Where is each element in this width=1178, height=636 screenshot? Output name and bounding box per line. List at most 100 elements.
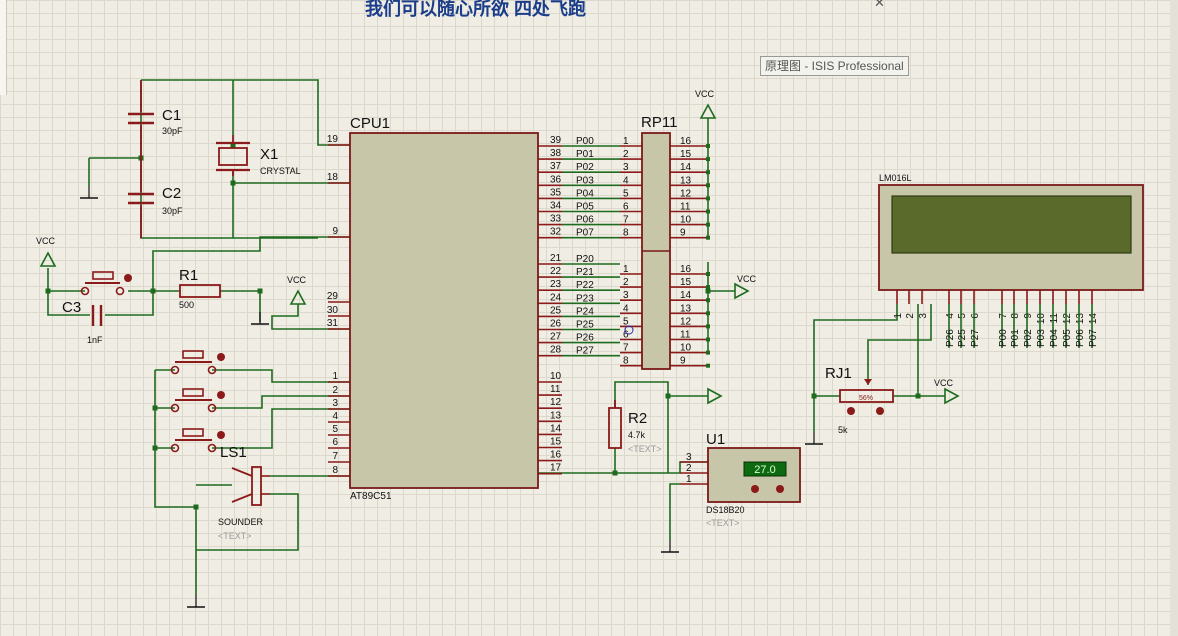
lcd-pin-number: 9: [1023, 313, 1034, 319]
vcc-arrow-icon: [39, 251, 57, 267]
net-label: P07: [576, 228, 594, 239]
cpu-pin-number: 6: [332, 437, 338, 448]
cpu-pin-number: 8: [332, 465, 338, 476]
c2-ref: C2: [162, 185, 181, 202]
potentiometer-rj1[interactable]: [839, 379, 894, 415]
vertical-scrollbar[interactable]: [1170, 0, 1178, 636]
junction-dot: [706, 350, 710, 355]
rp11-ref: RP11: [641, 114, 677, 131]
rp-pin-number: 15: [680, 149, 692, 160]
rp-pin-number: 11: [680, 202, 691, 213]
junction-dot: [706, 337, 710, 342]
capacitor-c3[interactable]: [91, 305, 103, 326]
u1-pin-number: 3: [686, 452, 692, 463]
window-tooltip: 原理图 - ISIS Professional: [760, 56, 909, 76]
lcd-pin-number: 2: [905, 313, 916, 319]
lcd-ref: LM016L: [879, 173, 912, 183]
rp-pin-number: 12: [680, 316, 692, 327]
vcc-label: VCC: [36, 236, 56, 246]
vcc-arrow-icon: [734, 282, 750, 300]
ground-icon: [186, 594, 206, 608]
temp-up-button[interactable]: [776, 485, 784, 493]
lcd-pin-number: 7: [998, 313, 1009, 319]
r2-value: 4.7k: [628, 430, 646, 440]
left-panel-edge: [0, 0, 7, 95]
vcc-arrow-icon: [699, 103, 717, 119]
resistor-r1[interactable]: [179, 284, 221, 298]
rp-pin-number: 13: [680, 175, 692, 186]
cpu-pin-number: 14: [550, 423, 562, 434]
net-label: P25: [576, 320, 594, 331]
rp-pin-number: 8: [623, 228, 629, 239]
capacitor-c2[interactable]: [128, 158, 154, 238]
junction-dot: [706, 298, 710, 303]
u1-pin-number: 2: [686, 463, 692, 474]
lcd-pin-number: 6: [970, 313, 981, 319]
ground-icon: [79, 185, 99, 199]
lcd-pin-number: 5: [957, 313, 968, 319]
rp-pin-number: 6: [623, 330, 629, 341]
net-label: P23: [576, 293, 594, 304]
junction-dot: [230, 142, 236, 148]
junction-dot: [706, 285, 710, 290]
junction-dot: [706, 196, 710, 201]
r1-ref: R1: [179, 267, 198, 284]
ground-icon: [660, 539, 680, 553]
net-label: P27: [970, 329, 981, 347]
rp-pin-number: 6: [623, 202, 629, 213]
rp-pin-number: 2: [623, 149, 629, 160]
net-label: P27: [576, 346, 594, 357]
lcd-pin-number: 13: [1075, 313, 1086, 325]
c1-ref: C1: [162, 107, 181, 124]
u1-hint: <TEXT>: [706, 518, 740, 528]
junction-dot: [665, 393, 671, 399]
rp-pin-number: 10: [680, 215, 692, 226]
rp-pin-number: 12: [680, 188, 692, 199]
cpu-pin-number: 32: [550, 227, 562, 238]
cpu-pin-number: 16: [550, 450, 562, 461]
net-label: P26: [945, 329, 956, 347]
crystal-x1[interactable]: [216, 135, 250, 176]
net-label: P20: [576, 254, 594, 265]
cpu-pin-number: 9: [332, 226, 338, 237]
ls1-hint: <TEXT>: [218, 531, 252, 541]
push-button-p12[interactable]: [170, 428, 226, 453]
cpu-pin-number: 5: [332, 424, 338, 435]
u1-part: DS18B20: [706, 505, 745, 515]
rp-pin-number: 3: [623, 162, 629, 173]
capacitor-c1[interactable]: [128, 80, 154, 158]
net-label: P03: [1036, 329, 1047, 347]
cpu-pin-number: 13: [550, 410, 562, 421]
net-label: P03: [576, 175, 594, 186]
rp-pin-number: 9: [680, 228, 686, 239]
cpu-pin-number: 34: [550, 201, 562, 212]
sounder-ls1[interactable]: [231, 466, 270, 506]
net-label: P07: [1088, 329, 1099, 347]
temp-down-button[interactable]: [751, 485, 759, 493]
lcd-pin-number: 11: [1049, 313, 1060, 324]
cpu-pin-number: 11: [550, 384, 561, 395]
rp-pin-number: 1: [623, 136, 629, 147]
rp-pin-number: 13: [680, 303, 692, 314]
reset-button[interactable]: [80, 271, 133, 296]
net-label: P02: [576, 162, 594, 173]
x1-ref: X1: [260, 146, 278, 163]
close-icon[interactable]: ✕: [874, 0, 885, 10]
net-label: P00: [576, 136, 594, 147]
temperature-value: 27.0: [754, 464, 775, 476]
cpu-ref: CPU1: [350, 115, 390, 132]
rp-pin-number: 7: [623, 215, 629, 226]
push-button-p10[interactable]: [170, 350, 226, 375]
cpu-pin-number: 15: [550, 437, 562, 448]
push-button-p11[interactable]: [170, 388, 226, 413]
resistor-r2[interactable]: [608, 400, 622, 449]
rp-pin-number: 5: [623, 316, 629, 327]
net-label: P06: [1075, 329, 1086, 347]
junction-dot: [706, 235, 710, 240]
net-label: P01: [1010, 329, 1021, 347]
c3-ref: C3: [62, 299, 81, 316]
cpu-body[interactable]: [349, 132, 539, 489]
net-label: P24: [576, 306, 594, 317]
u1-ref: U1: [706, 431, 725, 448]
